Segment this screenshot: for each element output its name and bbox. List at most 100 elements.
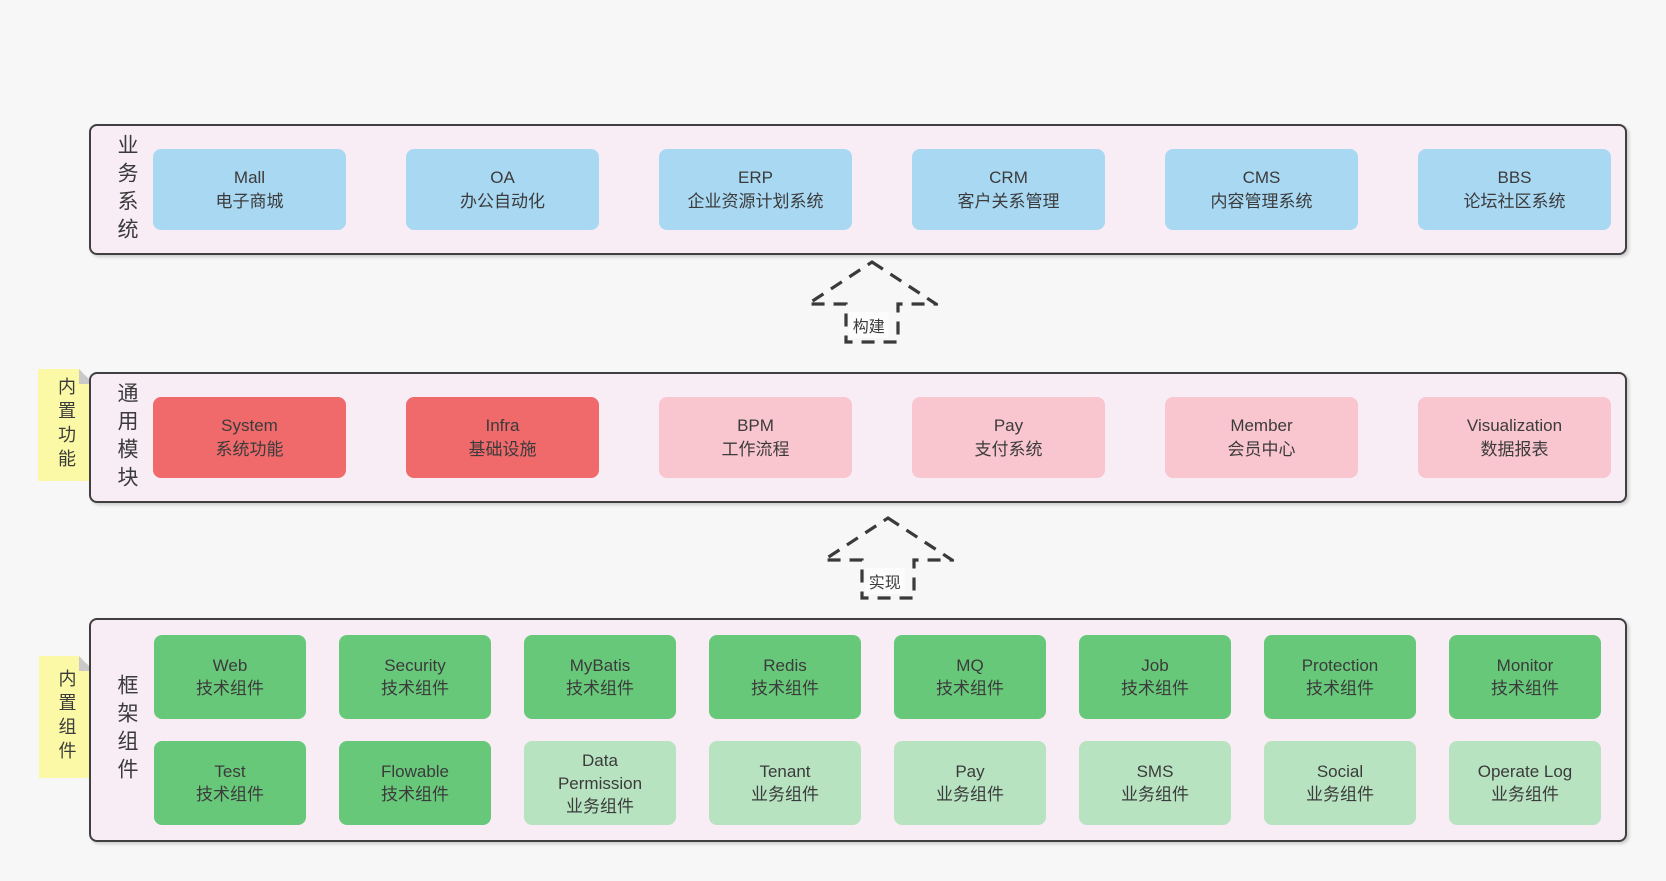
sticky-note-built-in-functions: 内置功能 [38, 369, 94, 481]
node-data-permission: Data Permission 业务组件 [524, 741, 676, 825]
node-title: Test [214, 762, 246, 781]
node-subtitle: 业务组件 [1491, 785, 1559, 804]
node-subtitle: 论坛社区系统 [1463, 191, 1566, 211]
node-title: ERP [738, 167, 773, 187]
sticky-note-text: 内置组件 [56, 669, 77, 765]
node-title: Pay [955, 762, 985, 781]
node-subtitle: 技术组件 [936, 679, 1004, 698]
node-subtitle: 内容管理系统 [1210, 191, 1313, 211]
node-subtitle: 技术组件 [1306, 679, 1374, 698]
node-subtitle: 办公自动化 [460, 191, 545, 211]
arrow-label: 构建 [848, 312, 889, 338]
node-title: Infra [485, 415, 520, 435]
node-title: Monitor [1496, 656, 1554, 675]
node-bbs: BBS 论坛社区系统 [1418, 149, 1611, 230]
node-mq: MQ 技术组件 [894, 635, 1046, 719]
node-subtitle: 会员中心 [1227, 439, 1296, 459]
node-subtitle: 业务组件 [751, 785, 819, 804]
node-oa: OA 办公自动化 [406, 149, 599, 230]
node-subtitle: 业务组件 [566, 796, 634, 816]
node-subtitle: 电子商城 [215, 191, 284, 211]
node-subtitle: 技术组件 [1121, 679, 1189, 698]
node-infra: Infra 基础设施 [406, 397, 599, 478]
node-title: Job [1141, 656, 1169, 675]
node-visualization: Visualization 数据报表 [1418, 397, 1611, 478]
section-common-modules: 通用模块 System 系统功能 Infra 基础设施 BPM 工作流程 Pay… [89, 372, 1627, 503]
node-row: Web 技术组件 Security 技术组件 MyBatis 技术组件 Redi… [154, 635, 1601, 719]
node-subtitle: 技术组件 [196, 679, 264, 698]
sticky-note-built-in-components: 内置组件 [39, 656, 94, 778]
node-title: Tenant [759, 762, 811, 781]
node-title: Mall [233, 167, 266, 187]
node-title: BBS [1497, 167, 1532, 187]
up-arrow-icon [822, 516, 954, 600]
node-row: Test 技术组件 Flowable 技术组件 Data Permission … [154, 741, 1601, 825]
node-title: Security [384, 656, 446, 675]
node-social: Social 业务组件 [1264, 741, 1416, 825]
node-cms: CMS 内容管理系统 [1165, 149, 1358, 230]
node-test: Test 技术组件 [154, 741, 306, 825]
node-tenant: Tenant 业务组件 [709, 741, 861, 825]
node-subtitle: 技术组件 [381, 679, 449, 698]
node-mybatis: MyBatis 技术组件 [524, 635, 676, 719]
node-title: Redis [763, 656, 807, 675]
node-title: Member [1230, 415, 1293, 435]
node-pay-component: Pay 业务组件 [894, 741, 1046, 825]
node-subtitle: 技术组件 [751, 679, 819, 698]
section-label: 业务系统 [115, 133, 138, 246]
section-framework-components: 框架组件 Web 技术组件 Security 技术组件 MyBatis 技术组件… [89, 618, 1627, 842]
arrow-label: 实现 [864, 568, 905, 594]
node-title: SMS [1136, 762, 1174, 781]
node-redis: Redis 技术组件 [709, 635, 861, 719]
node-subtitle: 技术组件 [566, 679, 634, 698]
node-row: System 系统功能 Infra 基础设施 BPM 工作流程 Pay 支付系统… [153, 397, 1611, 478]
node-mall: Mall 电子商城 [153, 149, 346, 230]
node-subtitle: 技术组件 [1491, 679, 1559, 698]
node-title: MQ [956, 656, 984, 675]
node-title: Data Permission [557, 750, 643, 793]
node-subtitle: 业务组件 [936, 785, 1004, 804]
node-protection: Protection 技术组件 [1264, 635, 1416, 719]
implement-arrow: 实现 [822, 514, 954, 602]
node-subtitle: 业务组件 [1121, 785, 1189, 804]
node-subtitle: 技术组件 [196, 785, 264, 804]
node-subtitle: 客户关系管理 [957, 191, 1060, 211]
node-sms: SMS 业务组件 [1079, 741, 1231, 825]
node-row: Mall 电子商城 OA 办公自动化 ERP 企业资源计划系统 CRM 客户关系… [153, 149, 1611, 230]
node-title: CMS [1242, 167, 1281, 187]
up-arrow-icon [806, 260, 938, 344]
node-subtitle: 工作流程 [721, 439, 790, 459]
node-member: Member 会员中心 [1165, 397, 1358, 478]
node-erp: ERP 企业资源计划系统 [659, 149, 852, 230]
node-pay-system: Pay 支付系统 [912, 397, 1105, 478]
node-subtitle: 数据报表 [1480, 439, 1549, 459]
node-subtitle: 支付系统 [974, 439, 1043, 459]
node-crm: CRM 客户关系管理 [912, 149, 1105, 230]
node-title: Pay [993, 415, 1024, 435]
node-subtitle: 业务组件 [1306, 785, 1374, 804]
build-arrow: 构建 [806, 258, 938, 346]
node-title: OA [490, 167, 515, 187]
node-operate-log: Operate Log 业务组件 [1449, 741, 1601, 825]
node-title: BPM [737, 415, 774, 435]
section-business-systems: 业务系统 Mall 电子商城 OA 办公自动化 ERP 企业资源计划系统 CRM… [89, 124, 1627, 255]
node-title: Social [1316, 762, 1364, 781]
node-title: Flowable [380, 762, 450, 781]
node-title: Protection [1301, 656, 1379, 675]
node-subtitle: 技术组件 [381, 785, 449, 804]
node-monitor: Monitor 技术组件 [1449, 635, 1601, 719]
section-label: 框架组件 [115, 674, 138, 786]
node-security: Security 技术组件 [339, 635, 491, 719]
node-subtitle: 基础设施 [468, 439, 537, 459]
node-subtitle: 企业资源计划系统 [687, 191, 824, 211]
node-title: CRM [989, 167, 1028, 187]
node-title: Web [212, 656, 248, 675]
node-flowable: Flowable 技术组件 [339, 741, 491, 825]
node-title: Visualization [1466, 415, 1563, 435]
node-subtitle: 系统功能 [215, 439, 284, 459]
sticky-note-text: 内置功能 [56, 377, 76, 473]
node-title: Operate Log [1477, 762, 1573, 781]
node-bpm: BPM 工作流程 [659, 397, 852, 478]
node-title: System [221, 415, 278, 435]
node-grid: Web 技术组件 Security 技术组件 MyBatis 技术组件 Redi… [154, 635, 1601, 825]
